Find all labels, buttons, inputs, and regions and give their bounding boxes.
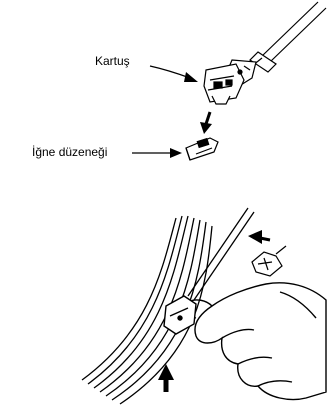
hand	[164, 283, 326, 400]
stylus-pointer-arrow	[132, 148, 182, 158]
stylus-assembly-label: İğne düzeneği	[32, 145, 107, 159]
cartridge-label: Kartuş	[95, 54, 130, 68]
up-arrow	[158, 364, 174, 392]
tonearm-bottom-straight	[188, 208, 254, 300]
stylus-assembly	[186, 138, 218, 160]
cartridge-body	[204, 60, 256, 104]
tonearm-top	[250, 2, 326, 72]
down-arrow-removal	[200, 112, 212, 134]
cartridge-pointer-arrow	[150, 66, 198, 82]
left-arrow	[248, 230, 270, 244]
stylus-piece-bottom	[252, 246, 286, 276]
